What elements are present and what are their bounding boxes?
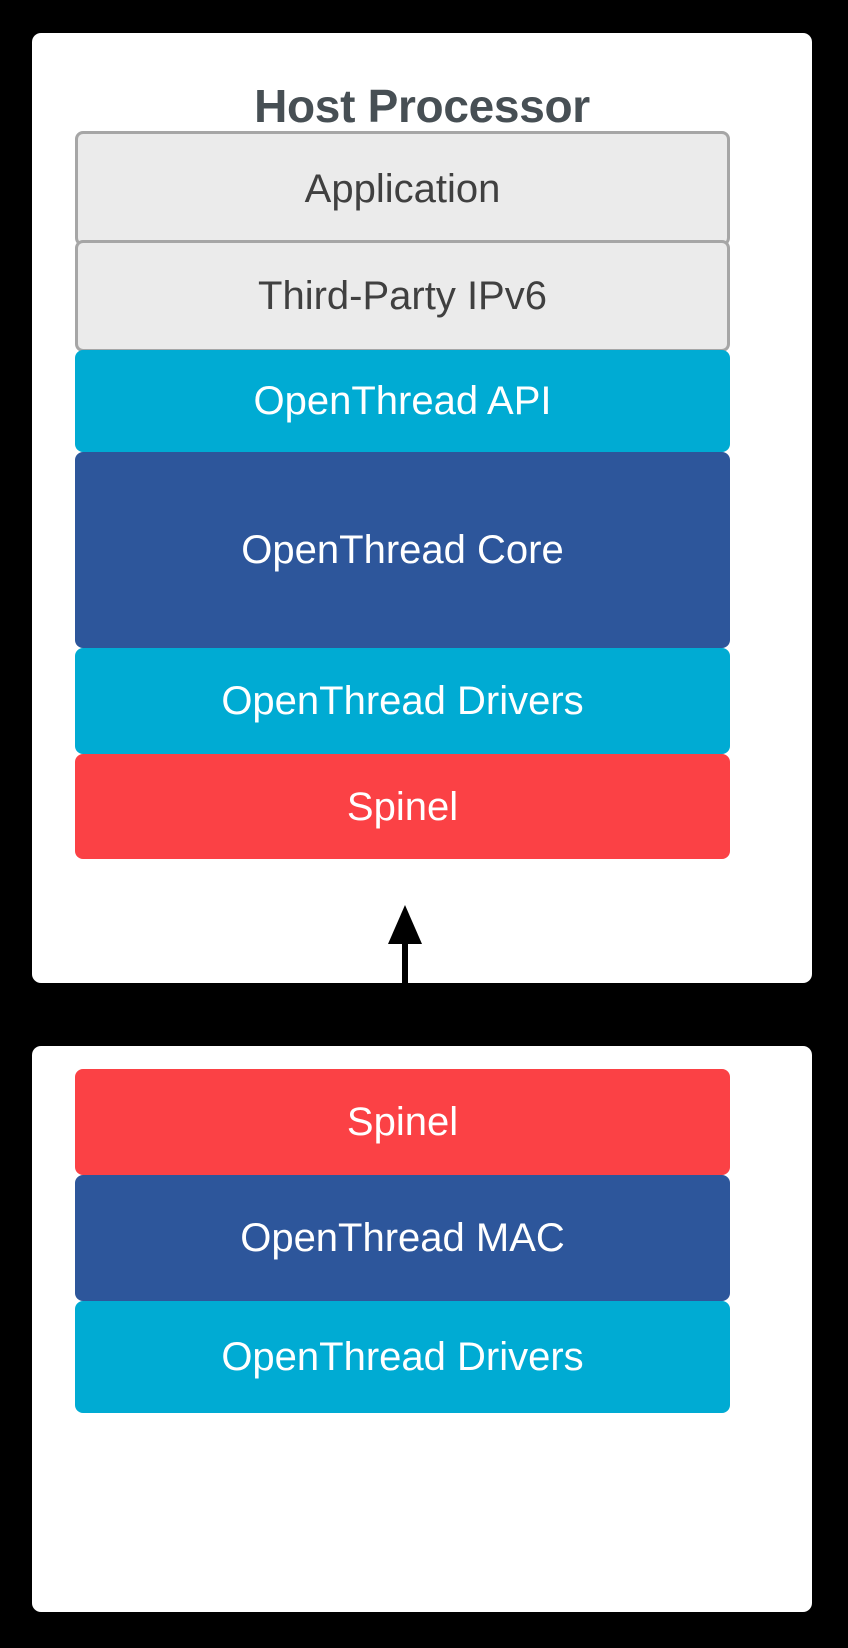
- layer-openthread-drivers-soc-label: OpenThread Drivers: [221, 1335, 584, 1379]
- layer-third-party-ipv6: Third-Party IPv6: [75, 240, 730, 352]
- layer-openthread-api-label: OpenThread API: [253, 379, 552, 423]
- layer-third-party-ipv6-label: Third-Party IPv6: [258, 274, 547, 318]
- layer-openthread-drivers-soc: OpenThread Drivers: [75, 1301, 730, 1413]
- layer-spinel-soc: Spinel: [75, 1069, 730, 1175]
- layer-openthread-drivers-host-label: OpenThread Drivers: [221, 679, 584, 723]
- layer-spinel-host-label: Spinel: [346, 784, 459, 829]
- layer-openthread-core: OpenThread Core: [75, 452, 730, 648]
- layer-openthread-mac: OpenThread MAC: [75, 1175, 730, 1301]
- layer-application-label: Application: [304, 166, 501, 211]
- layer-openthread-api: OpenThread API: [75, 350, 730, 452]
- layer-openthread-drivers-host: OpenThread Drivers: [75, 648, 730, 754]
- layer-openthread-mac-label: OpenThread MAC: [240, 1216, 565, 1260]
- layer-openthread-core-label: OpenThread Core: [241, 528, 564, 572]
- host-processor-title: Host Processor: [254, 80, 590, 132]
- layer-application: Application: [75, 131, 730, 246]
- layer-spinel-soc-label: Spinel: [346, 1100, 459, 1144]
- layer-spinel-host: Spinel: [75, 754, 730, 859]
